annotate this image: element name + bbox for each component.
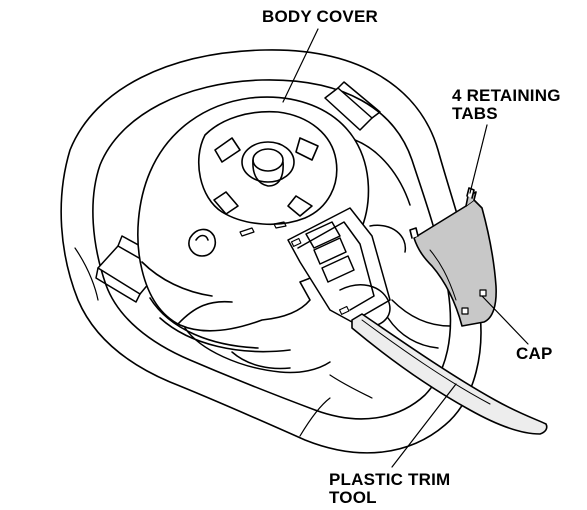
lower-spoke <box>184 327 331 374</box>
label-cap: CAP <box>516 344 553 363</box>
label-trim-tool-line2: TOOL <box>329 488 377 507</box>
label-retaining-tabs-line1: 4 RETAINING <box>452 86 561 105</box>
leader-retaining-tabs <box>469 124 488 194</box>
leader-body-cover <box>282 28 319 103</box>
label-body-cover: BODY COVER <box>262 7 378 26</box>
label-trim-tool-line1: PLASTIC TRIM <box>329 470 451 489</box>
leader-trim-tool <box>391 383 457 468</box>
leader-cap <box>481 295 529 345</box>
leader-lines <box>282 28 529 468</box>
cap-opening <box>287 207 407 328</box>
rim-slot <box>324 81 381 131</box>
right-spoke <box>354 139 451 349</box>
label-retaining-tabs-line2: TABS <box>452 104 498 123</box>
plastic-trim-tool <box>351 313 548 435</box>
cap-part <box>409 187 497 327</box>
